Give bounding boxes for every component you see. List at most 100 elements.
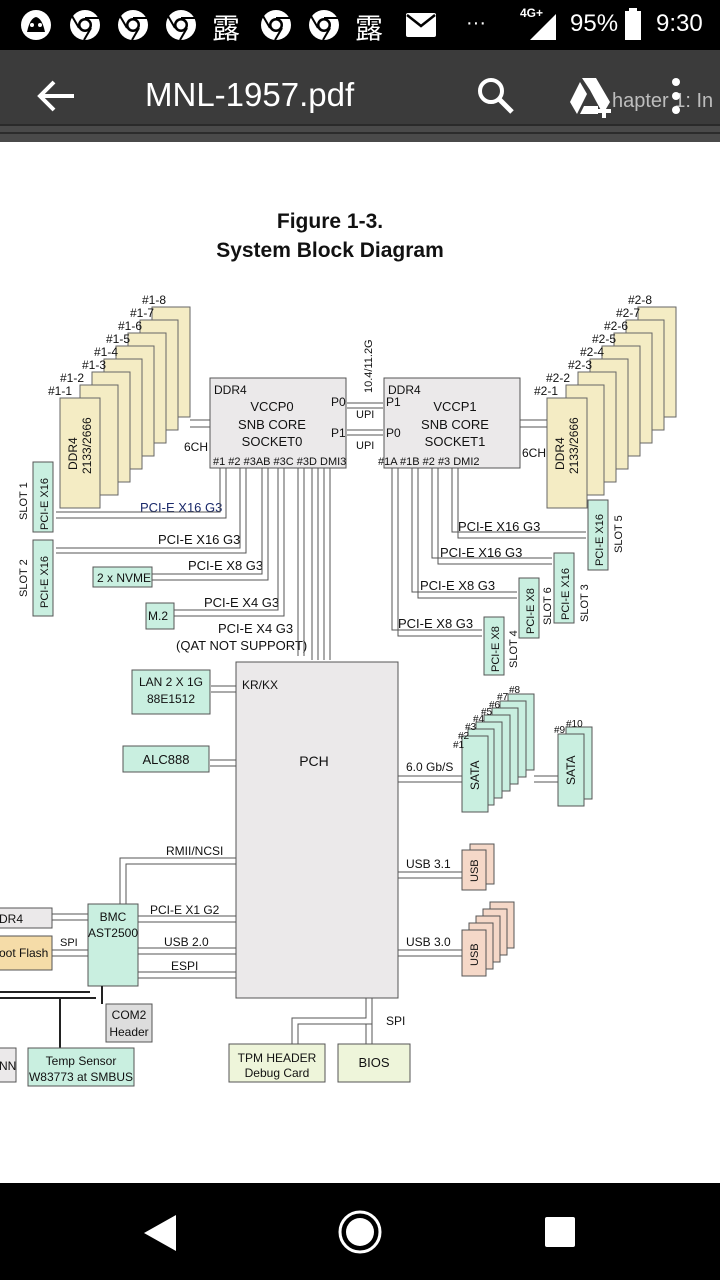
svg-text:PCI-E X16 G3: PCI-E X16 G3 bbox=[158, 532, 240, 547]
svg-text:88E1512: 88E1512 bbox=[147, 692, 195, 706]
toolbar-separator bbox=[0, 124, 720, 142]
svg-text:#2-4: #2-4 bbox=[580, 345, 604, 359]
slot3-box bbox=[553, 552, 575, 624]
svg-text:PCI-E X16 G3: PCI-E X16 G3 bbox=[440, 545, 522, 560]
svg-text:P0: P0 bbox=[386, 426, 401, 440]
svg-text:DR4: DR4 bbox=[0, 912, 23, 926]
svg-text:P1: P1 bbox=[331, 426, 346, 440]
svg-text:SOCKET0: SOCKET0 bbox=[242, 434, 303, 449]
svg-text:SLOT 3: SLOT 3 bbox=[579, 584, 591, 622]
figure-number: Figure 1-3. bbox=[277, 210, 383, 233]
dimm-stack-left bbox=[59, 306, 191, 509]
add-to-drive-icon[interactable] bbox=[568, 74, 616, 118]
svg-text:#4: #4 bbox=[473, 714, 485, 725]
svg-text:UPI: UPI bbox=[356, 409, 374, 421]
status-bar: 露 露 ··· 4G+ 95% 9:30 bbox=[0, 0, 720, 50]
sata-port-numbers: #1 #2 #3 #4 #5 #6 #7 #8 bbox=[453, 685, 521, 751]
svg-text:2133/2666: 2133/2666 bbox=[567, 417, 581, 474]
slot5-box bbox=[587, 499, 609, 571]
slot6-box bbox=[518, 577, 540, 639]
svg-text:SATA: SATA bbox=[468, 760, 482, 790]
svg-text:PCI-E X8 G3: PCI-E X8 G3 bbox=[420, 578, 495, 593]
svg-text:#8: #8 bbox=[509, 685, 521, 696]
nvme-box bbox=[92, 566, 153, 588]
svg-text:#1 #2 #3AB #3C #3D DMI3: #1 #2 #3AB #3C #3D DMI3 bbox=[213, 456, 346, 468]
cpu0-box bbox=[209, 377, 347, 469]
alc888-box bbox=[122, 745, 210, 773]
svg-text:#2: #2 bbox=[458, 731, 470, 742]
dew-app-icon: 露 bbox=[212, 13, 241, 44]
search-icon[interactable] bbox=[476, 76, 516, 116]
more-notifications: ··· bbox=[466, 12, 486, 34]
svg-text:Header: Header bbox=[109, 1025, 148, 1039]
chrome-icon bbox=[70, 10, 100, 41]
svg-text:SATA: SATA bbox=[564, 755, 578, 785]
svg-text:SNB CORE: SNB CORE bbox=[238, 417, 306, 432]
svg-text:(QAT NOT SUPPORT): (QAT NOT SUPPORT) bbox=[176, 638, 307, 653]
system-block-diagram: Figure 1-3. System Block Diagram #1-8 #1… bbox=[0, 210, 677, 1087]
svg-text:USB 3.1: USB 3.1 bbox=[406, 857, 451, 871]
svg-text:DDR4: DDR4 bbox=[388, 383, 421, 397]
svg-text:PCI-E X8: PCI-E X8 bbox=[525, 588, 537, 634]
svg-text:#1: #1 bbox=[453, 740, 465, 751]
svg-text:PCI-E X8 G3: PCI-E X8 G3 bbox=[398, 616, 473, 631]
svg-text:#6: #6 bbox=[489, 700, 501, 711]
svg-text:oot Flash: oot Flash bbox=[0, 946, 48, 960]
bmc-box bbox=[87, 903, 139, 987]
svg-text:USB 2.0: USB 2.0 bbox=[164, 935, 209, 949]
svg-text:SOCKET1: SOCKET1 bbox=[425, 434, 486, 449]
app-bar: MNL-1957.pdf hapter 1: In bbox=[0, 50, 720, 142]
svg-text:#3: #3 bbox=[465, 722, 477, 733]
svg-text:SNB CORE: SNB CORE bbox=[421, 417, 489, 432]
more-vert-icon[interactable] bbox=[666, 76, 686, 116]
svg-text:ESPI: ESPI bbox=[171, 959, 198, 973]
svg-text:PCI-E X4 G3: PCI-E X4 G3 bbox=[218, 621, 293, 636]
chapter-header-text: hapter 1: In bbox=[612, 90, 714, 112]
svg-text:#1-2: #1-2 bbox=[60, 371, 84, 385]
svg-text:#1-5: #1-5 bbox=[106, 332, 130, 346]
svg-text:USB: USB bbox=[469, 859, 481, 882]
home-nav-icon[interactable] bbox=[337, 1209, 383, 1255]
svg-text:PCI-E X16 G3: PCI-E X16 G3 bbox=[458, 519, 540, 534]
svg-text:PCI-E X8 G3: PCI-E X8 G3 bbox=[188, 558, 263, 573]
svg-text:PCI-E X16: PCI-E X16 bbox=[594, 514, 606, 566]
back-arrow-icon[interactable] bbox=[36, 78, 76, 114]
slot2-box bbox=[32, 539, 54, 617]
svg-text:PCI-E X4 G3: PCI-E X4 G3 bbox=[204, 595, 279, 610]
svg-text:Debug Card: Debug Card bbox=[245, 1066, 310, 1080]
svg-text:UPI: UPI bbox=[356, 440, 374, 452]
dimm-labels-left: #1-8 #1-7 #1-6 #1-5 #1-4 #1-3 #1-2 #1-1 bbox=[48, 293, 166, 398]
svg-text:#2-8: #2-8 bbox=[628, 293, 652, 307]
svg-text:PCI-E X16 G3: PCI-E X16 G3 bbox=[140, 500, 222, 515]
svg-text:#10: #10 bbox=[566, 719, 583, 730]
pdf-page[interactable]: Figure 1-3. System Block Diagram #1-8 #1… bbox=[0, 142, 720, 1183]
svg-text:2133/2666: 2133/2666 bbox=[80, 417, 94, 474]
svg-text:USB 3.0: USB 3.0 bbox=[406, 935, 451, 949]
cat-app-icon bbox=[21, 10, 51, 40]
svg-text:#1-6: #1-6 bbox=[118, 319, 142, 333]
back-nav-icon[interactable] bbox=[142, 1213, 178, 1253]
recents-nav-icon[interactable] bbox=[544, 1216, 576, 1248]
svg-text:P0: P0 bbox=[331, 395, 346, 409]
svg-text:#1-4: #1-4 bbox=[94, 345, 118, 359]
slot1-box bbox=[32, 461, 54, 533]
svg-text:PCH: PCH bbox=[299, 753, 329, 769]
chrome-icon bbox=[166, 10, 196, 41]
clock: 9:30 bbox=[656, 10, 703, 37]
svg-text:BIOS: BIOS bbox=[358, 1055, 389, 1070]
chrome-icon bbox=[309, 10, 339, 41]
figure-title: System Block Diagram bbox=[216, 239, 444, 262]
svg-text:#1-7: #1-7 bbox=[130, 306, 154, 320]
svg-text:DDR4: DDR4 bbox=[553, 437, 567, 470]
signal-icon bbox=[530, 14, 556, 40]
svg-text:#2-6: #2-6 bbox=[604, 319, 628, 333]
dimm-stack-right bbox=[546, 306, 677, 509]
svg-text:2 x NVME: 2 x NVME bbox=[97, 571, 151, 585]
network-type-label: 4G+ bbox=[520, 6, 544, 20]
svg-text:BMC: BMC bbox=[100, 910, 127, 924]
svg-text:6CH: 6CH bbox=[184, 440, 208, 454]
svg-text:PCI-E X1 G2: PCI-E X1 G2 bbox=[150, 903, 220, 917]
svg-text:LAN 2 X 1G: LAN 2 X 1G bbox=[139, 675, 203, 689]
dew-app-icon: 露 bbox=[355, 13, 384, 44]
svg-text:#5: #5 bbox=[481, 707, 493, 718]
